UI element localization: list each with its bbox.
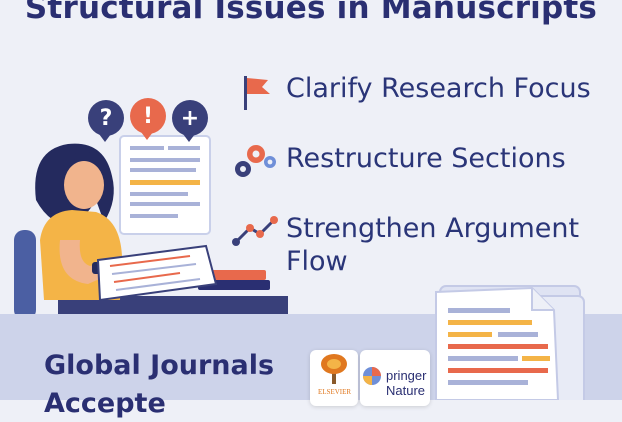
elsevier-logo	[310, 350, 358, 406]
feature-restructure-sections: Restructure Sections	[232, 142, 566, 182]
springer-wordmark-line2: Nature	[386, 383, 426, 398]
flag-icon	[244, 76, 270, 110]
manuscript-stack-illustration	[435, 285, 585, 400]
feature-label: Strengthen Argument Flow	[286, 212, 579, 278]
footer-title-line2: Accepte	[44, 388, 166, 419]
floating-document-illustration	[119, 135, 211, 235]
gears-icon	[235, 145, 276, 177]
springer-nature-mark-icon	[363, 367, 381, 385]
elsevier-tree-icon	[321, 354, 347, 384]
feature-label: Restructure Sections	[286, 143, 566, 174]
springer-wordmark-line1: pringer	[386, 368, 427, 383]
springer-nature-wordmark: pringer Nature	[386, 368, 426, 398]
elsevier-wordmark: ELSEVIER	[318, 388, 352, 396]
feature-label: Clarify Research Focus	[286, 73, 591, 104]
feature-label-line2: Flow	[286, 246, 348, 277]
feature-label-line1: Strengthen Argument	[286, 213, 580, 244]
footer-title-line1: Global Journals	[44, 350, 275, 381]
woman-reading-illustration	[14, 143, 288, 320]
feature-clarify-research-focus: Clarify Research Focus	[238, 72, 591, 112]
question-bubble-icon: ?	[88, 100, 124, 142]
trend-line-icon	[232, 216, 278, 246]
plus-bubble-icon: +	[172, 100, 208, 142]
feature-strengthen-argument-flow: Strengthen Argument Flow	[232, 212, 579, 278]
page-title: Structural Issues in Manuscripts	[24, 0, 598, 26]
exclamation-bubble-icon: !	[130, 98, 166, 140]
